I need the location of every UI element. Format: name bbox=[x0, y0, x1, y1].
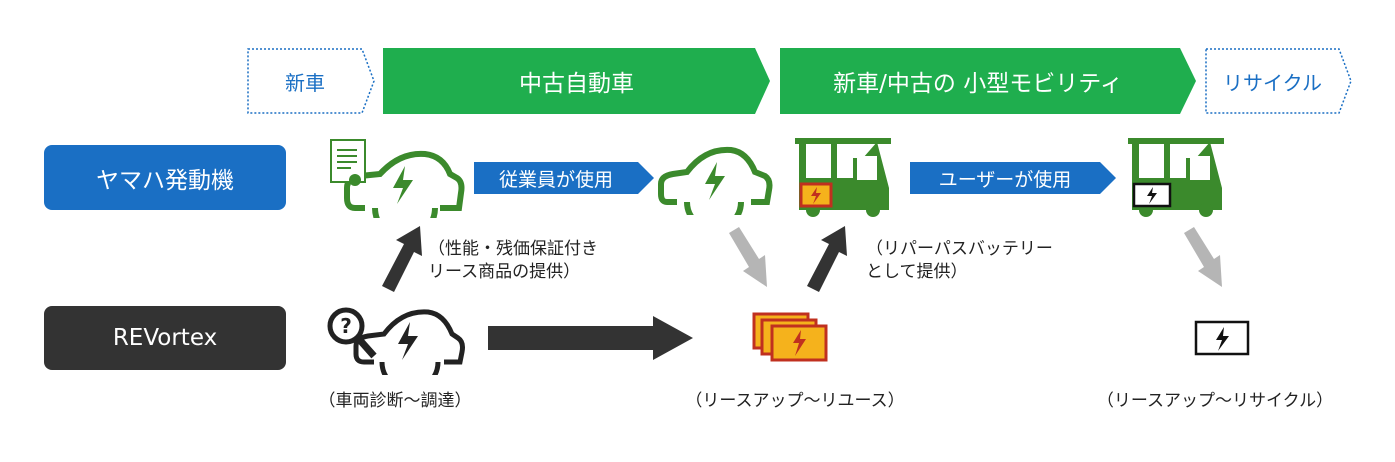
note-line: （リパーパスバッテリー bbox=[866, 239, 1053, 259]
caption-recycle: （リースアップ～リサイクル） bbox=[1096, 391, 1334, 411]
stage-recycle: リサイクル bbox=[1205, 48, 1352, 114]
caption-reuse: （リースアップ～リユース） bbox=[685, 391, 905, 411]
note-line: リース商品の提供） bbox=[428, 262, 581, 282]
stage-label: 中古自動車 bbox=[519, 71, 634, 97]
green-chevron-shape bbox=[780, 48, 1196, 114]
right-arrow-dark-icon bbox=[488, 316, 693, 360]
flow-employee-use: 従業員が使用 bbox=[474, 162, 654, 194]
stage-label: リサイクル bbox=[1223, 70, 1322, 95]
flow-label: ユーザーが使用 bbox=[938, 168, 1072, 191]
note-repurpose-battery: （リパーパスバッテリー として提供） bbox=[866, 238, 1053, 284]
entity-revortex: REVortex bbox=[44, 306, 286, 370]
dotted-chevron-shape bbox=[1205, 48, 1352, 114]
stage-label: 新車/中古の 小型モビリティ bbox=[833, 71, 1123, 97]
up-arrow-dark-repurpose-icon bbox=[807, 226, 847, 292]
leased-ev-car-certificate-icon bbox=[330, 139, 465, 218]
down-arrow-gray-recycle-icon bbox=[1184, 227, 1222, 287]
note-line: （性能・残価保証付き bbox=[428, 239, 598, 259]
stage-label: 新車 bbox=[285, 70, 325, 95]
stage-small-mobility: 新車/中古の 小型モビリティ bbox=[780, 48, 1196, 114]
small-mobility-cart-used-battery-icon bbox=[1128, 138, 1224, 217]
down-arrow-gray-icon bbox=[729, 227, 767, 287]
stage-new-car: 新車 bbox=[247, 48, 375, 114]
flow-label: 従業員が使用 bbox=[498, 168, 613, 191]
blue-arrow-shape bbox=[474, 162, 654, 194]
vehicle-diagnosis-icon: ? bbox=[327, 307, 465, 375]
note-line: として提供） bbox=[866, 262, 968, 282]
up-arrow-dark-lease-icon bbox=[382, 226, 422, 292]
green-chevron-shape bbox=[383, 48, 770, 114]
entity-yamaha: ヤマハ発動機 bbox=[44, 145, 286, 210]
recycle-battery-icon bbox=[1194, 320, 1250, 356]
dotted-chevron-shape bbox=[247, 48, 375, 114]
stage-used-car: 中古自動車 bbox=[383, 48, 770, 114]
blue-arrow-shape bbox=[910, 162, 1116, 194]
reuse-battery-stack-icon bbox=[752, 312, 828, 362]
svg-text:?: ? bbox=[340, 314, 352, 338]
ev-car-icon bbox=[658, 146, 773, 215]
caption-diagnosis: （車両診断～調達） bbox=[318, 391, 472, 411]
flow-user-use: ユーザーが使用 bbox=[910, 162, 1116, 194]
note-lease-offer: （性能・残価保証付き リース商品の提供） bbox=[428, 238, 598, 284]
small-mobility-cart-repurposed-battery-icon bbox=[795, 138, 891, 217]
